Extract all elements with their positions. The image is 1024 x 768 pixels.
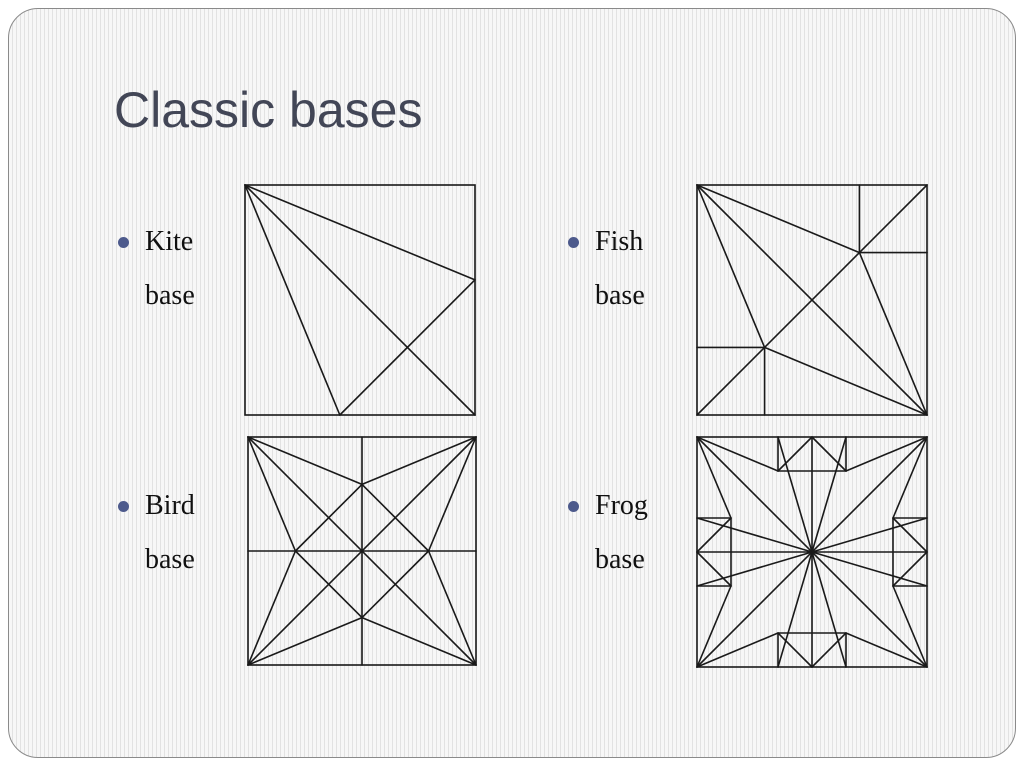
bullet-dot-icon	[568, 237, 579, 248]
fish-base-crease-pattern	[696, 184, 928, 416]
bullet-label: Fish base	[595, 226, 645, 311]
bullet-frog-base: Frog base	[568, 479, 685, 587]
bullet-kite-base: Kite base	[118, 215, 235, 323]
bullet-fish-base: Fish base	[568, 215, 685, 323]
frog-base-crease-pattern	[696, 436, 928, 668]
bullet-bird-base: Bird base	[118, 479, 235, 587]
bird-base-crease-pattern	[247, 436, 477, 666]
slide-title: Classic bases	[114, 82, 423, 138]
bullet-dot-icon	[118, 237, 129, 248]
bullet-label: Bird base	[145, 490, 195, 575]
slide: Classic bases Kite base Fish base Bird b…	[8, 8, 1016, 758]
bullet-dot-icon	[118, 501, 129, 512]
kite-base-crease-pattern	[244, 184, 476, 416]
bullet-label: Kite base	[145, 226, 195, 311]
bullet-dot-icon	[568, 501, 579, 512]
bullet-label: Frog base	[595, 490, 648, 575]
